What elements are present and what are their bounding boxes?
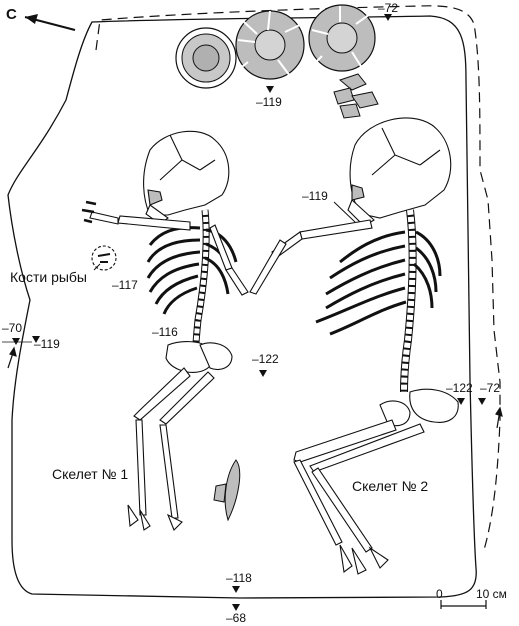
north-arrow-head — [25, 14, 38, 24]
elev-sk1-pelvis: –116 — [152, 325, 178, 339]
skeleton-1 — [81, 130, 249, 531]
elev-bottom-inner: –118 — [226, 571, 252, 585]
elev-right-outer: –72 — [480, 381, 501, 395]
leader-fish — [93, 263, 101, 271]
scale-bar — [440, 600, 487, 609]
elev-marker-center — [259, 370, 267, 377]
elev-fish-bones: –117 — [112, 278, 138, 292]
vessel-2 — [235, 10, 305, 80]
elev-marker-left-outer — [12, 338, 20, 345]
elev-top-right: –72 — [378, 1, 399, 15]
dashed-boundary — [95, 5, 501, 551]
fish-bones-label: Кости рыбы — [10, 269, 87, 285]
vessel-1 — [175, 27, 237, 89]
skeleton-2-label: Скелет № 2 — [352, 478, 429, 494]
elev-sk2-arm: –119 — [302, 189, 328, 203]
elev-marker-bottom-outer — [232, 604, 240, 611]
small-object — [213, 483, 227, 503]
elev-bottom-outer: –68 — [226, 611, 247, 625]
north-label: С — [6, 6, 17, 23]
skeleton-1-label: Скелет № 1 — [52, 466, 129, 482]
elev-marker-right-outer — [478, 398, 486, 405]
elev-left-outer: –70 — [2, 321, 23, 335]
elev-center: –122 — [252, 352, 279, 366]
leader-sk2-arm — [333, 201, 356, 223]
elev-marker-below-vessels — [266, 86, 274, 93]
elev-marker-left-inner — [32, 336, 40, 343]
elev-marker-top-right — [384, 14, 392, 21]
sherd-cluster — [333, 73, 379, 119]
side-arrow-left — [2, 341, 32, 369]
skeleton-2 — [249, 117, 459, 575]
scale-zero-label: 0 — [436, 587, 443, 601]
side-arrow-right — [495, 406, 503, 429]
elev-left-inner: –119 — [34, 337, 60, 351]
elev-marker-right-inner — [457, 398, 465, 405]
scale-max-label: 10 см — [476, 587, 507, 601]
blade-object — [224, 459, 241, 522]
elev-marker-bottom-inner — [232, 586, 240, 593]
elev-right-inner: –122 — [446, 381, 473, 395]
elev-below-vessels: –119 — [256, 95, 282, 109]
vessel-3 — [308, 4, 376, 72]
pit-outline — [7, 15, 477, 599]
